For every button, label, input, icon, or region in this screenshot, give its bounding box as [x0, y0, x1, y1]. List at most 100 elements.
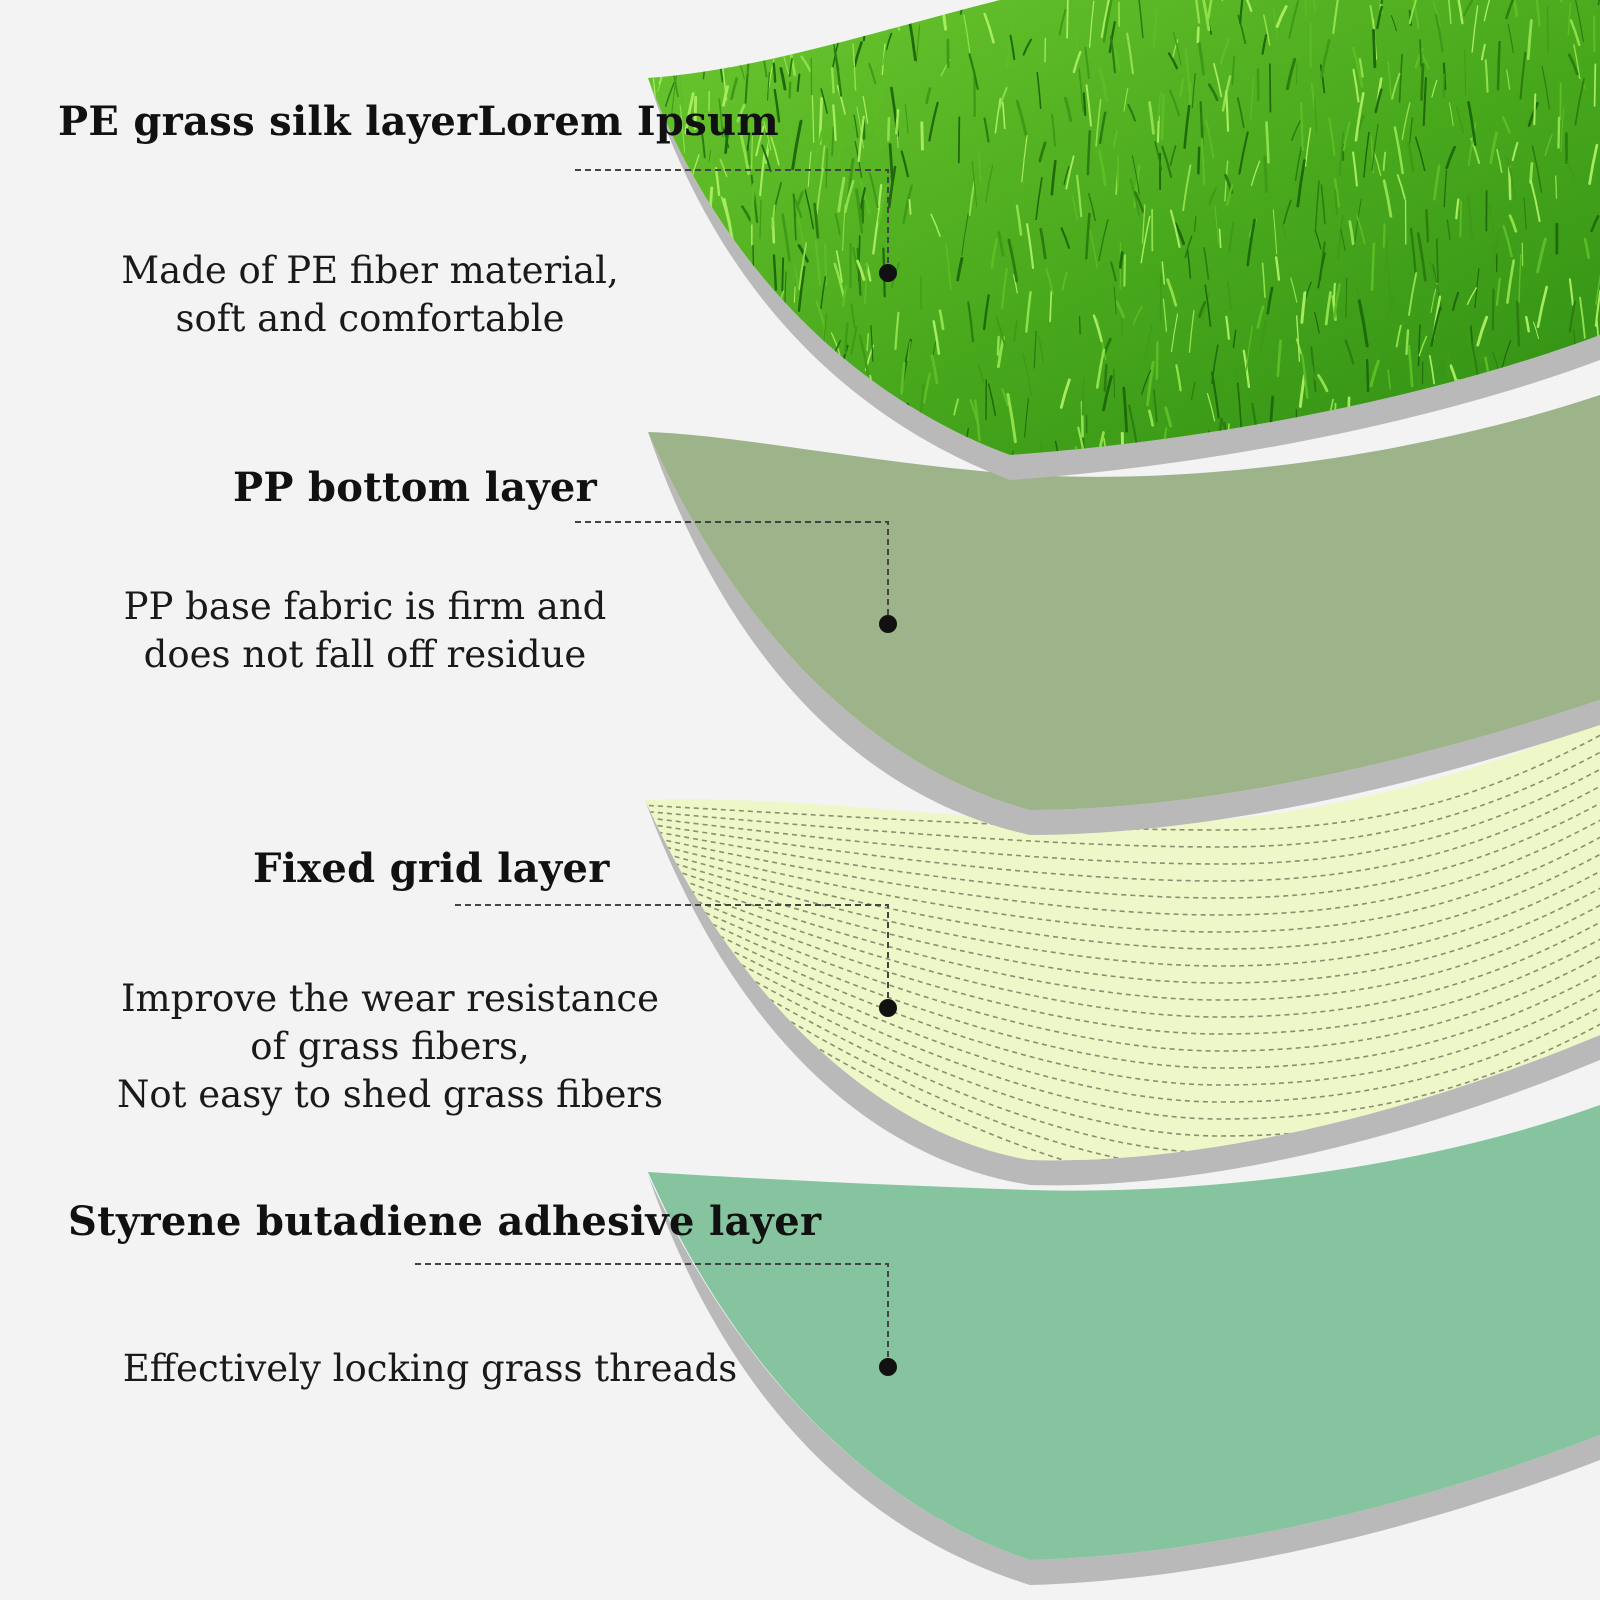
grass-blade: [1449, 364, 1458, 383]
grass-blade: [1536, 237, 1547, 274]
grass-blade: [831, 126, 835, 156]
grass-blade: [770, 136, 780, 166]
grass-blade: [724, 122, 731, 154]
grass-blade: [1001, 388, 1009, 407]
grass-blade: [675, 0, 680, 11]
grass-blade: [932, 320, 941, 355]
grass-blade: [888, 143, 894, 182]
grass-blade: [994, 97, 1002, 134]
grass-blade: [971, 160, 978, 207]
grass-blade: [1373, 150, 1382, 177]
grass-blade: [1502, 225, 1513, 258]
grass-blade: [1338, 131, 1345, 176]
grass-blade: [1296, 159, 1306, 208]
grass-blade: [985, 164, 994, 203]
grass-blade: [740, 415, 748, 433]
pp-bottom-layer-description: PP base fabric is firm and does not fall…: [123, 585, 607, 676]
grass-blade: [1425, 209, 1429, 243]
grass-blade: [1207, 0, 1216, 20]
grass-blade: [1451, 291, 1460, 312]
grass-blade: [1174, 222, 1186, 246]
grass-blade: [804, 189, 815, 230]
grass-blade: [1038, 141, 1047, 163]
grass-blade: [769, 0, 777, 7]
grass-blade: [1544, 134, 1553, 157]
grass-blade: [1333, 178, 1341, 208]
grass-blade: [895, 122, 899, 148]
grass-blade: [639, 454, 644, 489]
grass-blade: [760, 402, 769, 438]
grass-blade: [1153, 389, 1158, 423]
grass-blade: [1167, 52, 1179, 70]
grass-blade: [1231, 55, 1236, 86]
grass-blade: [945, 243, 952, 290]
grass-blade: [664, 82, 675, 107]
grass-blade: [1169, 209, 1181, 248]
grass-blade: [1219, 37, 1231, 65]
grid-stitch-line: [645, 881, 1600, 1052]
grass-blade: [1370, 135, 1374, 174]
grass-blade: [1261, 262, 1266, 298]
grass-blade: [736, 103, 746, 123]
grass-blade: [1060, 227, 1071, 249]
grass-blade: [1098, 219, 1109, 261]
grass-blade: [1484, 59, 1489, 93]
grass-blade: [1161, 261, 1166, 285]
grass-blade: [1443, 170, 1448, 208]
grass-blade: [1160, 94, 1165, 140]
grass-blade: [664, 320, 672, 359]
grass-blade: [1328, 117, 1336, 156]
grass-blade: [1059, 378, 1071, 409]
grass-blade: [1376, 5, 1383, 30]
grass-blade: [1238, 131, 1249, 175]
grass-blade: [1398, 53, 1403, 103]
grass-blade: [956, 257, 964, 282]
grass-blade: [1407, 344, 1414, 388]
grass-blade: [987, 383, 997, 416]
grass-blade: [1088, 192, 1096, 222]
grass-blade: [648, 372, 653, 396]
grass-blade: [700, 124, 706, 159]
grass-blade: [693, 96, 698, 130]
grass-blade: [1396, 174, 1406, 200]
grass-blade: [1256, 305, 1265, 329]
grass-blade: [1013, 274, 1018, 294]
grass-blade: [887, 165, 897, 209]
grass-blade: [1015, 204, 1023, 236]
grass-blade: [781, 213, 791, 262]
adhesive-layer-description: Effectively locking grass threads: [122, 1347, 738, 1390]
grass-blade: [1072, 50, 1082, 74]
grid-stitch-line: [645, 780, 1600, 882]
grass-blade: [1183, 104, 1191, 149]
grass-blade: [1272, 209, 1278, 255]
grass-blade: [1568, 300, 1576, 333]
grass-blade: [1061, 271, 1068, 291]
grass-blade: [925, 87, 932, 105]
grass-blade: [1108, 21, 1116, 54]
grass-blade: [1387, 60, 1392, 98]
grass-blade: [894, 0, 902, 2]
grass-blade: [1207, 83, 1219, 102]
grass-blade: [670, 74, 678, 118]
grass-blade: [1467, 101, 1477, 147]
leader-lines: [415, 169, 889, 1365]
grass-blade: [1567, 2, 1572, 37]
grass-blade: [738, 0, 744, 12]
grass-blade: [788, 81, 792, 99]
grass-blade: [1555, 175, 1558, 199]
grass-blade: [872, 103, 882, 150]
grass-blade: [1199, 101, 1204, 138]
grass-blade: [1009, 34, 1016, 61]
grass-blade: [1525, 315, 1530, 333]
grass-blade: [1579, 296, 1586, 339]
grass-blade: [1483, 0, 1494, 22]
grass-blade: [1506, 69, 1511, 90]
grass-blade: [737, 343, 747, 386]
grass-blade: [1022, 38, 1032, 56]
leader-dot-pp: [879, 615, 897, 633]
grass-blade: [854, 188, 864, 234]
grass-blade: [1228, 221, 1235, 254]
grass-blade: [820, 0, 832, 23]
grass-blade: [1064, 96, 1073, 123]
